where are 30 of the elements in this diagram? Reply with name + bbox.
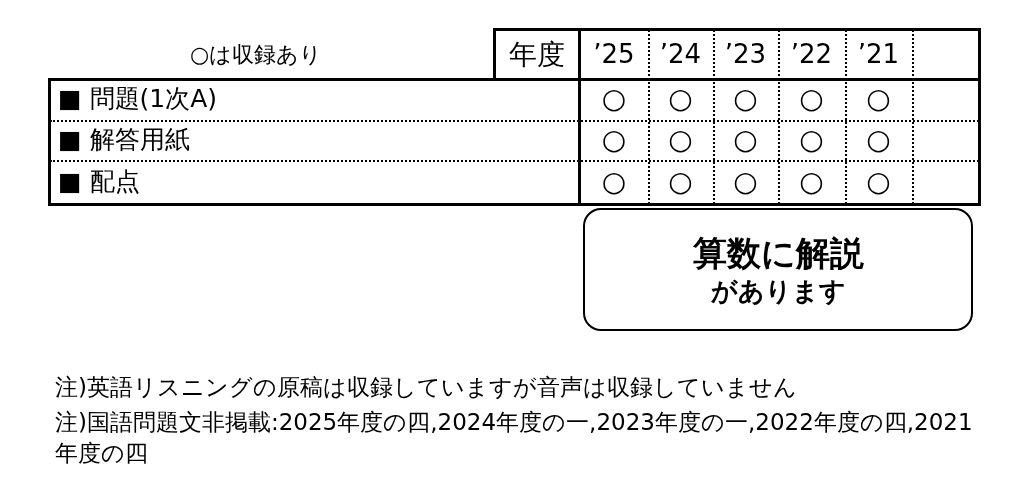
callout-text: があります — [710, 277, 846, 304]
year-header: ’23 — [724, 38, 767, 71]
row-label: ■ 解答用紙 — [58, 124, 190, 157]
check-mark: ○ — [668, 167, 693, 196]
year-header: ’24 — [659, 38, 702, 71]
year-header: ’25 — [593, 38, 635, 71]
check-mark: ○ — [799, 167, 824, 196]
check-mark: ○ — [601, 85, 627, 113]
year-header: ’21 — [857, 38, 900, 71]
check-mark: ○ — [733, 167, 758, 196]
check-mark: ○ — [799, 85, 824, 113]
check-mark: ○ — [668, 126, 693, 154]
rounded-callout-box — [583, 208, 973, 331]
footnote: 注)英語リスニングの原稿は収録していますが音声は収録していません — [55, 373, 798, 402]
check-mark: ○ — [866, 126, 891, 154]
check-mark: ○ — [799, 126, 824, 154]
legend-note: ○は収録あり — [190, 41, 323, 69]
footnote: 注)国語問題文非掲載:2025年度の四,2024年度の一,2023年度の一,2022年度の四,2021年度の四 — [55, 408, 974, 468]
callout-text: 算数に解説 — [692, 235, 864, 270]
row-label: ■ 問題(1次A) — [58, 83, 218, 116]
check-mark: ○ — [733, 85, 758, 113]
check-mark: ○ — [866, 85, 891, 113]
year-header: ’22 — [790, 38, 833, 71]
check-mark: ○ — [601, 167, 627, 196]
header-text: 年度 — [509, 36, 565, 73]
check-mark: ○ — [668, 85, 693, 113]
row-label: ■ 配点 — [58, 165, 140, 198]
check-mark: ○ — [601, 126, 627, 154]
check-mark: ○ — [733, 126, 758, 154]
check-mark: ○ — [866, 167, 891, 196]
